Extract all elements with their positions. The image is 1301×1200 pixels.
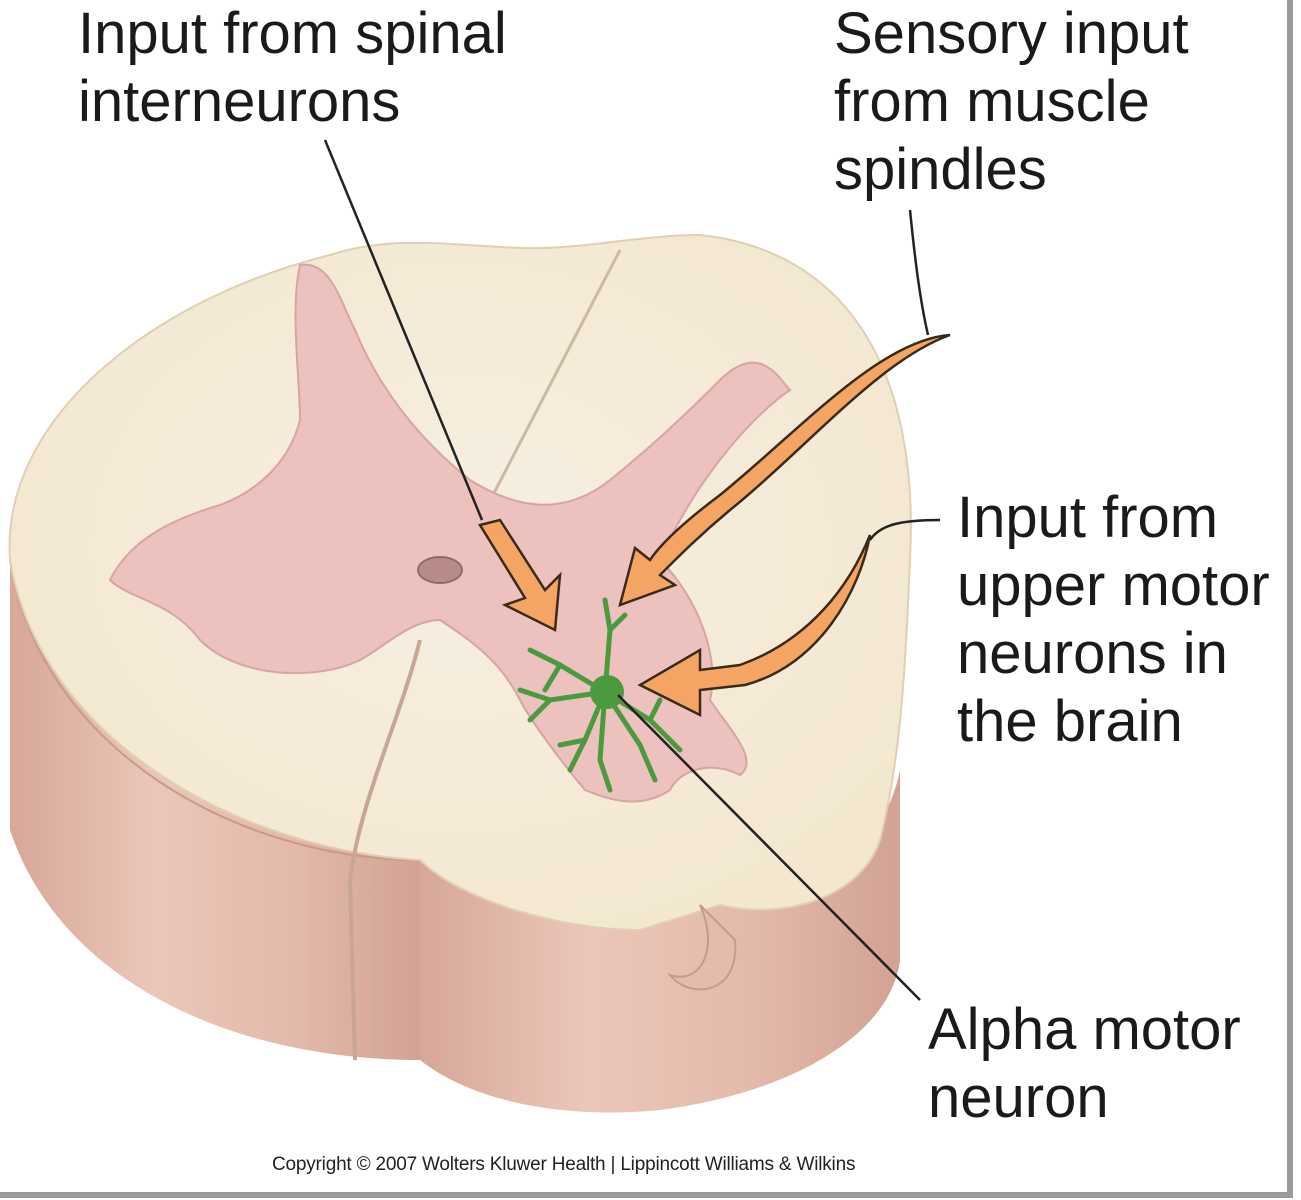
gray-matter [108,263,792,803]
central-canal [417,556,463,584]
arrow-upper-motor [637,534,872,718]
cord-side-wall [9,559,900,1113]
arrow-interneurons [478,518,562,632]
label-line: Sensory input [834,1,1189,66]
label-line: upper motor [957,553,1270,618]
label-line: from muscle [834,69,1150,134]
label-line: Input from spinal [78,1,507,66]
label-line: Input from [957,485,1219,550]
label-alpha-motor-neuron: Alpha motor neuron [928,996,1241,1132]
alpha-motor-neuron [517,597,683,793]
arrow-spindles [618,333,951,607]
input-arrows [478,333,951,718]
label-line: interneurons [78,69,401,134]
label-line: Alpha motor [928,997,1241,1062]
label-muscle-spindles: Sensory input from muscle spindles [834,0,1189,204]
label-line: neurons in [957,621,1228,686]
anterior-median-fissure [347,639,422,1061]
anterior-notch [667,904,737,991]
label-line: the brain [957,689,1183,754]
label-upper-motor-neurons: Input from upper motor neurons in the br… [957,484,1270,756]
copyright-notice: Copyright © 2007 Wolters Kluwer Health |… [272,1154,856,1175]
label-spinal-interneurons: Input from spinal interneurons [78,0,507,136]
leader-lines [323,139,941,1001]
label-line: spindles [834,137,1047,202]
posterior-median-sulcus [478,249,622,521]
label-line: neuron [928,1065,1109,1130]
